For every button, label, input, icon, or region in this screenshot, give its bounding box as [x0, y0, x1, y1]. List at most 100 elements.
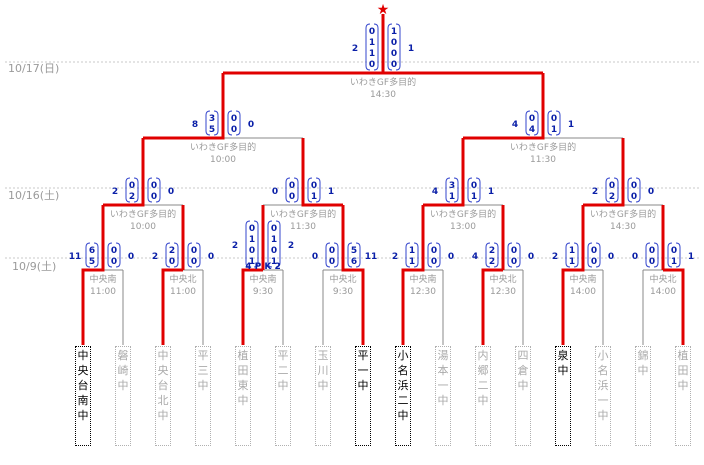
half-score: 0: [431, 246, 437, 256]
team-name: 中央台南中: [75, 346, 91, 446]
half-score: 0: [529, 114, 535, 124]
half-score: 2: [489, 246, 495, 256]
total-score-right: 0: [248, 120, 254, 130]
score-bracket-right: [115, 242, 121, 268]
half-score: 1: [409, 246, 415, 256]
champion-star-icon: ★: [377, 2, 390, 18]
score-bracket-left: [653, 242, 659, 268]
half-score: 5: [209, 125, 215, 135]
total-score-right: 1: [688, 252, 694, 262]
total-score-right: 0: [128, 252, 134, 262]
total-score-left: 2: [552, 252, 558, 262]
total-score-right: 0: [168, 187, 174, 197]
half-score: 0: [191, 246, 197, 256]
score-bracket-left: [645, 242, 651, 268]
score-bracket-right: [427, 242, 433, 268]
score-bracket-left: [245, 220, 251, 268]
half-score: 2: [129, 192, 135, 202]
half-score: 1: [449, 192, 455, 202]
half-score: 1: [369, 38, 375, 48]
half-score: 0: [289, 181, 295, 191]
score-bracket-right: [395, 23, 401, 71]
half-score: 0: [471, 181, 477, 191]
score-bracket-right: [435, 242, 441, 268]
total-score-left: 2: [352, 44, 358, 54]
score-bracket-right: [267, 220, 273, 268]
half-score: 6: [351, 257, 357, 267]
total-score-left: 2: [392, 252, 398, 262]
half-score: 0: [609, 181, 615, 191]
pk-label: 4 P K 2: [245, 262, 281, 272]
venue-label: 中央北: [169, 273, 196, 285]
half-score: 0: [231, 125, 237, 135]
score-bracket-left: [413, 242, 419, 268]
score-bracket-left: [533, 110, 539, 136]
time-label: 9:30: [333, 287, 353, 297]
score-bracket-left: [613, 177, 619, 203]
score-bracket-right: [547, 110, 553, 136]
score-bracket-right: [355, 242, 361, 268]
team-name: 平一中: [355, 346, 371, 446]
time-label: 13:00: [450, 222, 476, 232]
score-bracket-left: [253, 220, 259, 268]
team-name: 平三中: [195, 346, 211, 446]
half-score: 0: [369, 27, 375, 37]
total-score-right: 1: [408, 44, 414, 54]
score-bracket-left: [365, 23, 371, 71]
half-score: 0: [151, 181, 157, 191]
score-bracket-left: [173, 242, 179, 268]
venue-label: いわきGF多目的: [430, 208, 496, 220]
score-bracket-left: [93, 242, 99, 268]
half-score: 0: [271, 224, 277, 234]
total-score-left: 2: [152, 252, 158, 262]
half-score: 0: [631, 181, 637, 191]
score-bracket-right: [467, 177, 473, 203]
half-score: 1: [569, 257, 575, 267]
half-score: 2: [609, 192, 615, 202]
score-bracket-left: [333, 242, 339, 268]
venue-label: いわきGF多目的: [510, 141, 576, 153]
score-bracket-left: [213, 110, 219, 136]
half-score: 0: [249, 246, 255, 256]
half-score: 0: [151, 192, 157, 202]
total-score-left: 0: [272, 187, 278, 197]
total-score-right: 1: [488, 187, 494, 197]
half-score: 0: [649, 257, 655, 267]
total-score-right: 0: [648, 187, 654, 197]
winner-path: [161, 268, 183, 345]
team-name: 植田東中: [235, 346, 251, 446]
half-score: 1: [671, 257, 677, 267]
winner-path: [81, 205, 105, 345]
team-name: 小名浜一中: [595, 346, 611, 446]
team-name: 小名浜二中: [395, 346, 411, 446]
score-bracket-left: [405, 242, 411, 268]
score-bracket-right: [227, 110, 233, 136]
half-score: 0: [511, 246, 517, 256]
score-bracket-left: [165, 242, 171, 268]
venue-label: いわきGF多目的: [590, 208, 656, 220]
score-bracket-left: [605, 177, 611, 203]
half-score: 0: [591, 246, 597, 256]
half-score: 1: [369, 49, 375, 59]
time-label: 11:00: [170, 287, 196, 297]
winner-path: [241, 268, 263, 345]
half-score: 1: [551, 125, 557, 135]
score-bracket-left: [133, 177, 139, 203]
half-score: 0: [111, 257, 117, 267]
half-score: 0: [369, 60, 375, 70]
team-name: 四倉中: [515, 346, 531, 446]
half-score: 0: [111, 246, 117, 256]
winner-path: [463, 73, 545, 140]
half-score: 1: [569, 246, 575, 256]
score-bracket-left: [493, 242, 499, 268]
score-bracket-left: [205, 110, 211, 136]
score-bracket-left: [565, 242, 571, 268]
venue-label: 中央北: [649, 273, 676, 285]
team-name: 磐崎中: [115, 346, 131, 446]
score-bracket-left: [453, 177, 459, 203]
time-label: 14:30: [610, 222, 636, 232]
half-score: 0: [551, 114, 557, 124]
total-score-right: 0: [528, 252, 534, 262]
